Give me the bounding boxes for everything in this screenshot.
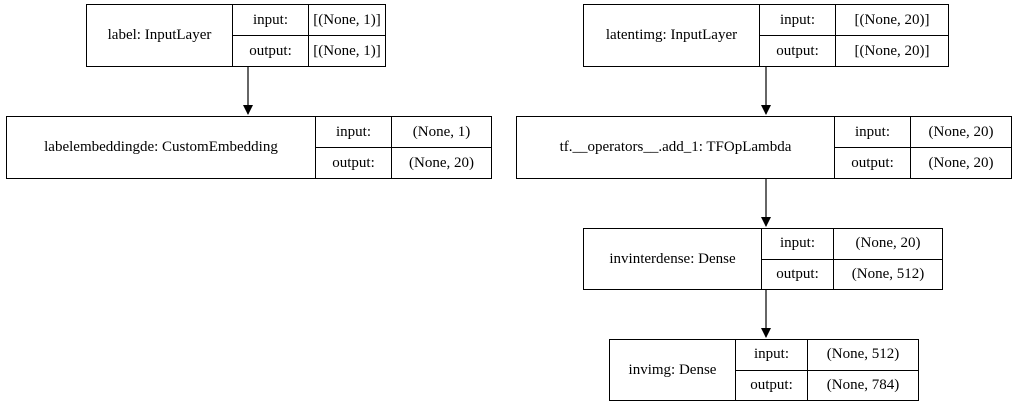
node-name: invimg: Dense (610, 340, 736, 400)
node-name: invinterdense: Dense (584, 229, 762, 289)
node-invinterdense-dense: invinterdense: Dense input: output: (Non… (583, 228, 943, 290)
input-shape: (None, 20) (834, 229, 942, 260)
input-shape: (None, 20) (911, 117, 1011, 148)
node-name: label: InputLayer (87, 5, 233, 66)
output-shape: (None, 20) (409, 154, 474, 171)
input-label: input: (316, 117, 391, 148)
node-invimg-dense: invimg: Dense input: output: (None, 512)… (609, 339, 919, 401)
output-label: output: (776, 265, 819, 282)
output-shape: (None, 784) (826, 376, 900, 393)
output-shape: (None, 20) (928, 154, 994, 171)
output-shape: [(None, 20)] (854, 42, 930, 59)
output-label: output: (851, 154, 894, 171)
output-label: output: (750, 376, 793, 393)
node-tfop-add: tf.__operators__.add_1: TFOpLambda input… (516, 116, 1012, 179)
input-shape: [(None, 1)] (309, 5, 385, 36)
node-name: tf.__operators__.add_1: TFOpLambda (517, 117, 835, 178)
output-label: output: (332, 154, 375, 171)
output-label: output: (776, 42, 819, 59)
output-shape: [(None, 1)] (313, 42, 381, 59)
output-label: output: (249, 42, 292, 59)
output-shape: (None, 512) (851, 265, 925, 282)
input-label: input: (760, 5, 835, 36)
input-label: input: (736, 340, 807, 371)
input-shape: (None, 512) (808, 340, 918, 371)
input-label: input: (233, 5, 308, 36)
node-name: latentimg: InputLayer (584, 5, 760, 66)
input-label: input: (762, 229, 833, 260)
input-label: input: (835, 117, 910, 148)
node-labelembedding-customembedding: labelembeddingde: CustomEmbedding input:… (6, 116, 492, 179)
input-shape: [(None, 20)] (836, 5, 948, 36)
input-shape: (None, 1) (392, 117, 491, 148)
node-name: labelembeddingde: CustomEmbedding (7, 117, 316, 178)
node-label-inputlayer: label: InputLayer input: output: [(None,… (86, 4, 386, 67)
node-latentimg-inputlayer: latentimg: InputLayer input: output: [(N… (583, 4, 949, 67)
